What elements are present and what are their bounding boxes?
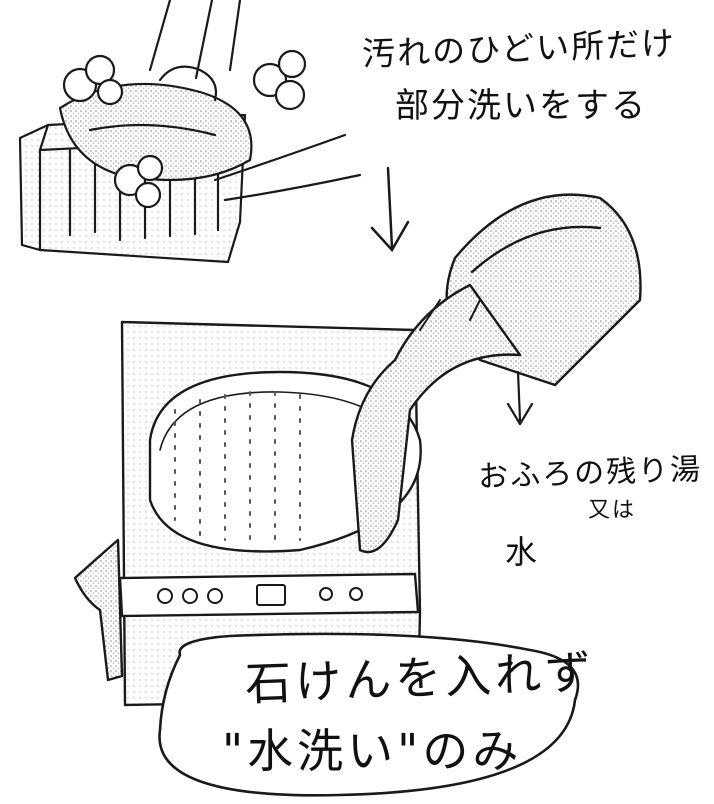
water-label-line1: おふろの残り湯 bbox=[477, 452, 703, 495]
caption-line2: "水洗い"のみ bbox=[222, 724, 523, 778]
drum-holes bbox=[174, 391, 301, 546]
water-stream bbox=[350, 283, 522, 554]
instruction-text-line2: 部分洗いをする bbox=[395, 86, 647, 126]
control-panel bbox=[118, 572, 420, 618]
washboard-scene bbox=[18, 0, 362, 264]
water-label-line3: 水 bbox=[505, 533, 540, 571]
arm-upper bbox=[148, 0, 242, 80]
caption-line1: 石けんを入れず bbox=[244, 644, 596, 712]
pouring-bucket bbox=[350, 193, 642, 554]
arrow-down-icon bbox=[370, 166, 410, 253]
control-knobs bbox=[157, 584, 363, 606]
water-label-line2: 又は bbox=[588, 498, 637, 523]
arrow-down-icon bbox=[506, 370, 534, 426]
drum-opening bbox=[148, 370, 422, 553]
caption-bubble bbox=[158, 632, 580, 797]
soap-bubbles bbox=[62, 49, 307, 209]
washing-machine bbox=[73, 320, 422, 707]
scrubbed-cloth bbox=[58, 82, 253, 182]
hand-left bbox=[158, 65, 218, 102]
drain-hose bbox=[73, 538, 124, 682]
hand-right bbox=[213, 133, 362, 202]
